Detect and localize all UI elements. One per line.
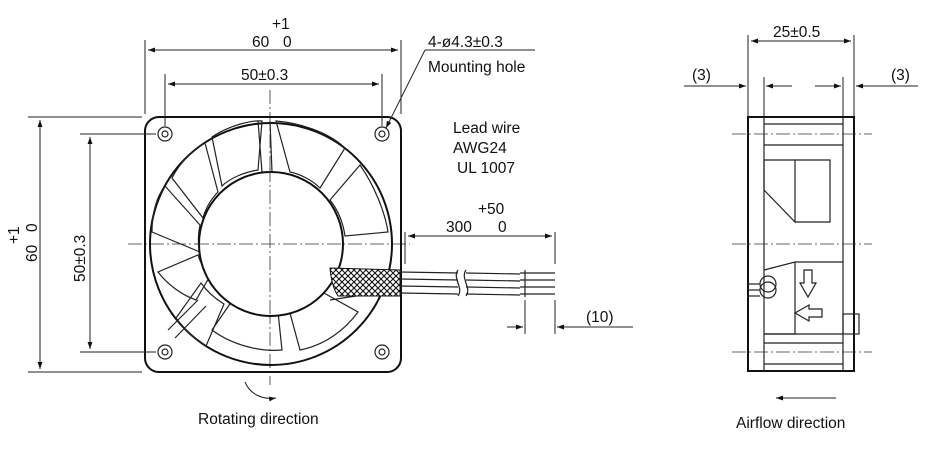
overall-height-dimension: 60 +1 0 (6, 116, 142, 373)
lead-wire-line-3: UL 1007 (457, 160, 515, 177)
lead-wire-line-2: AWG24 (453, 140, 507, 157)
lead-wire-line-1: Lead wire (453, 120, 520, 137)
side-view: 25±0.5 (3) (3) (684, 24, 918, 432)
lead-wires (399, 269, 555, 297)
hole-pitch-vertical-label: 50±0.3 (72, 235, 89, 282)
mounting-hole-bottom-right (374, 344, 390, 360)
strip-length-label: (10) (586, 309, 614, 326)
hole-pitch-horizontal-dimension: 50±0.3 (164, 67, 383, 126)
overall-width-nominal: 60 (252, 34, 270, 51)
lead-length-nominal: 300 (446, 219, 472, 236)
mounting-holes (157, 126, 390, 360)
rotating-direction-arrow-icon (244, 381, 277, 402)
rotating-direction: Rotating direction (198, 381, 319, 428)
overall-height-upper-tol: +1 (6, 226, 23, 244)
overall-width-upper-tol: +1 (272, 16, 290, 33)
fan-venturi-circle (149, 122, 393, 366)
lead-wire-spec: Lead wire AWG24 UL 1007 (453, 120, 520, 177)
right-offset-label: (3) (891, 67, 910, 84)
side-wire-exit (748, 275, 777, 299)
rotating-direction-label: Rotating direction (198, 411, 319, 428)
wire-bundle-hatched (329, 267, 401, 297)
depth-dimension: 25±0.5 (751, 24, 851, 44)
mounting-hole-callout: 4-ø4.3±0.3 Mounting hole (385, 34, 535, 129)
strip-length-dimension: (10) (507, 300, 633, 334)
lead-length-upper-tol: +50 (478, 201, 505, 218)
airflow-direction: Airflow direction (736, 395, 845, 432)
overall-height-nominal: 60 (24, 244, 41, 262)
mounting-hole-top-right (374, 126, 390, 142)
lead-length-lower-tol: 0 (498, 219, 507, 236)
mounting-hole-top-left (157, 126, 173, 142)
airflow-direction-label: Airflow direction (736, 415, 845, 432)
overall-width-dimension: 60 +1 0 (144, 16, 402, 114)
left-offset-label: (3) (692, 67, 711, 84)
overall-height-lower-tol: 0 (24, 223, 41, 232)
mounting-hole-bottom-left (157, 344, 173, 360)
right-offset-dimension: (3) (815, 67, 918, 89)
hole-pitch-vertical-dimension: 50±0.3 (72, 133, 156, 353)
mounting-hole-label: Mounting hole (428, 59, 525, 76)
fan-frame-outline (144, 116, 402, 373)
left-offset-dimension: (3) (684, 67, 792, 89)
direction-marks-icon (793, 269, 823, 323)
lead-length-dimension: 300 +50 0 (404, 201, 556, 264)
mounting-hole-spec: 4-ø4.3±0.3 (428, 34, 503, 51)
hole-pitch-horizontal-label: 50±0.3 (241, 67, 288, 84)
front-view: 60 +1 0 50±0.3 4-ø4.3±0.3 Mounting hole … (6, 16, 633, 428)
overall-width-lower-tol: 0 (283, 34, 292, 51)
depth-label: 25±0.5 (773, 24, 820, 41)
